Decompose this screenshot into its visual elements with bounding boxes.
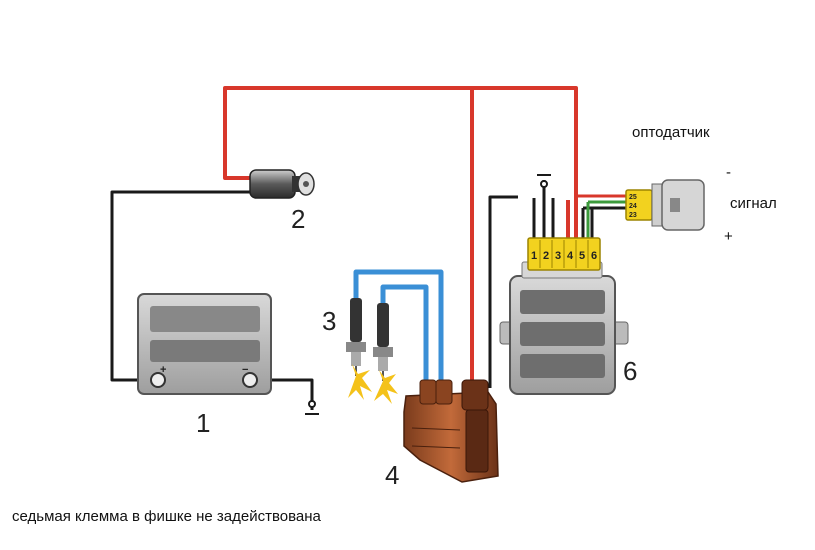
label-control-unit: 6 [623,356,637,386]
svg-text:−: − [242,364,248,376]
label-spark-plugs: 3 [322,306,336,336]
sensor-pin-mark: 23 [629,212,637,219]
sensor-plus-label: + [724,228,733,245]
control-unit [499,261,629,395]
label-battery: 1 [196,408,210,438]
connector-pin-label: 6 [591,250,597,262]
connector-pin-label: 1 [531,250,537,262]
svg-text:+: + [160,364,166,376]
battery-negative-terminal [242,372,258,388]
power-wires [223,86,578,385]
battery-positive-terminal [150,372,166,388]
ignition-switch [249,169,315,199]
ground-symbol-battery [305,400,319,415]
optical-sensor-plug: 25 24 23 [625,179,705,231]
ground-symbol-ecu [537,174,551,188]
label-ignition-coil: 4 [385,460,399,490]
spark-burst-icon [348,364,398,404]
connector-pin-label: 5 [579,250,585,262]
sensor-pin-mark: 24 [629,203,637,210]
sensor-signal-label: сигнал [730,195,777,212]
high-voltage-wires [353,269,444,392]
sensor-minus-label: - [726,164,731,181]
sensor-wires [576,194,628,238]
connector-pin-label: 2 [543,250,549,262]
spark-plug-right [373,303,393,381]
connector-pin-label: 4 [567,250,574,262]
sensor-pin-mark: 25 [629,194,637,201]
connector-pin-label: 3 [555,250,561,262]
label-ignition-switch: 2 [291,204,305,234]
ecu-connector: 1 2 3 4 5 6 [527,237,601,271]
spark-plug-left [346,298,366,376]
footnote: седьмая клемма в фишке не задействована [12,508,321,525]
optical-sensor-title: оптодатчик [632,124,710,141]
ground-wires [110,180,628,410]
ignition-coil [403,379,499,483]
battery: + − [137,293,272,395]
